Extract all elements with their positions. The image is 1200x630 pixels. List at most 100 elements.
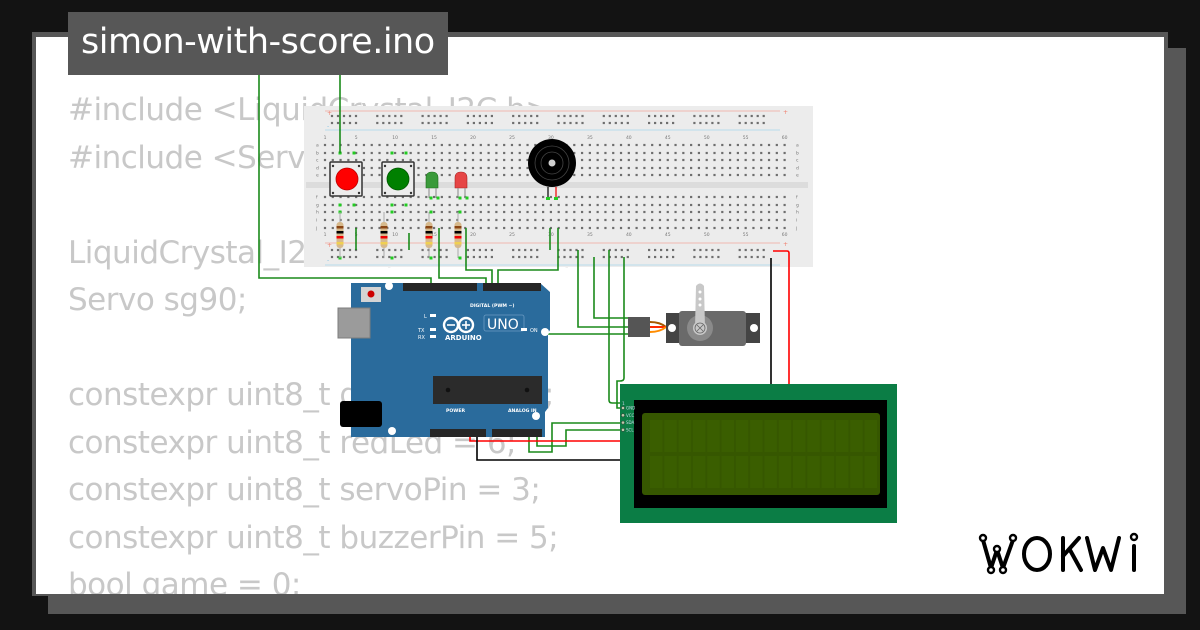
lcd-cell [664,456,677,488]
button-cap-red[interactable] [335,167,359,191]
lcd-cell [692,456,706,488]
column-label: 60 [782,135,788,141]
row-label: a [796,144,799,149]
lcd-cell [793,456,806,488]
lcd-pin-label: SDA [626,420,635,425]
lcd-pins: GND VCC SDA SCL [621,406,635,432]
wire-lcd-scl [536,428,626,447]
column-label: 20 [470,135,476,141]
lcd-pin [621,420,625,425]
lcd-pin [621,428,625,432]
column-label: 55 [743,135,749,141]
led-label-tx: TX [417,328,425,334]
buzzer[interactable] [528,139,576,200]
lcd-pin-label: SCL [626,427,634,432]
led-green[interactable] [425,171,439,198]
column-label: 45 [665,232,671,238]
row-label: j [795,226,797,232]
row-label: h [796,210,799,216]
pushbutton-red[interactable] [329,161,363,197]
code-line: constexpr uint8_t buzzerPin = 5; [68,519,559,556]
lcd-cell [721,456,734,488]
row-label: g [316,204,319,209]
wire-servo-vcc [593,257,632,319]
lcd-cell [664,420,677,452]
digital-label: DIGITAL (PWM ~) [470,303,515,309]
rail-label: + [327,242,332,249]
column-label: 35 [587,135,593,141]
breadboard-labels: 1155101015152020252530303535404045455050… [315,109,799,264]
column-label: 50 [704,135,710,141]
lcd-cell [650,420,663,452]
lcd-cell [678,456,692,488]
lcd-cell [793,420,806,452]
rail-label: + [783,241,788,248]
reset-button-cap[interactable] [367,290,375,298]
lcd-cell [835,456,849,488]
pushbutton-green[interactable] [381,161,415,197]
power-jack [340,401,382,427]
wokwi-logo [978,532,1139,575]
resistor[interactable] [425,212,433,258]
wire-led-red [465,228,493,285]
column-label: 30 [548,135,554,141]
row-label: e [316,174,319,179]
lcd-pin1-label: 1 [622,401,625,407]
column-label: 15 [431,135,437,141]
row-label: d [316,166,319,172]
resistors [336,212,462,258]
resistor[interactable] [336,212,344,258]
lcd-cell [821,456,835,488]
lcd-cell [807,456,820,488]
row-label: d [796,166,799,172]
resistor[interactable] [380,212,388,258]
column-label: 15 [431,232,437,238]
column-label: 45 [665,135,671,141]
arduino-uno[interactable]: ARDUINO UNO DIGITAL (PWM ~) POWER ANALOG… [337,282,550,437]
lcd-pin [621,406,625,410]
column-label: 30 [548,232,554,238]
lcd-cell [778,456,792,488]
project-title: simon-with-score.ino [68,12,448,75]
rail-label: - [327,257,329,264]
row-label: h [316,210,319,216]
rail-label: - [327,123,329,130]
row-label: b [796,151,799,157]
row-label: f [796,195,798,201]
header-digital-low [483,283,541,291]
lcd-pin-label: GND [626,406,635,411]
resistor[interactable] [454,212,462,258]
lcd-cell [650,456,663,488]
lcd-cell [707,420,720,452]
led-label-on: ON [530,328,538,334]
lcd-cell [835,420,849,452]
column-label: 40 [626,232,632,238]
wire-lcd-vcc [616,257,626,409]
lcd-cell [735,456,749,488]
wire-lcd-gnd [608,250,626,404]
row-label: f [316,195,318,201]
header-digital-high [403,283,477,291]
usb-port [337,307,371,339]
lcd-cell [807,420,820,452]
atmega-chip [433,376,542,404]
lcd-pin-label: VCC [626,413,635,418]
row-label: g [796,204,799,209]
servo-connector [628,317,650,337]
row-label: e [796,174,799,179]
column-label: 10 [392,232,398,238]
servo-sg90[interactable] [628,283,760,347]
button-cap-green[interactable] [386,167,410,191]
wire-lcd-sda [528,422,626,453]
rail-label: + [783,109,788,116]
arduino-brand: ARDUINO [445,334,482,342]
column-label: 55 [743,232,749,238]
analog-label: ANALOG IN [508,408,537,414]
column-label: 60 [782,232,788,238]
column-label: 5 [355,135,358,141]
lcd-16x2[interactable]: 1 GND VCC SDA SCL [620,384,897,523]
led-red[interactable] [454,171,468,198]
rail-label: + [327,110,332,117]
row-label: i [796,218,797,224]
